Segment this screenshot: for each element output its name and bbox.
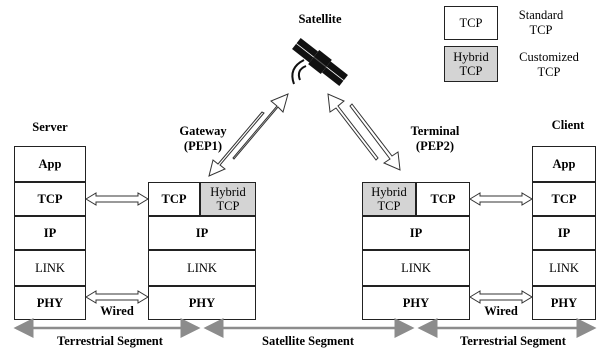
gateway-title: Gateway (PEP1) xyxy=(168,124,238,154)
terminal-satellite-arrow xyxy=(327,93,401,171)
gateway-title-line2: (PEP1) xyxy=(183,139,223,153)
client-layer-link: LINK xyxy=(532,250,596,286)
terminal-title-line1: Terminal xyxy=(410,124,460,138)
server-layer-tcp: TCP xyxy=(14,182,86,216)
legend-hybrid-box-line1: Hybrid xyxy=(453,50,489,64)
legend-standard-desc-line2: TCP xyxy=(529,23,553,37)
server-gateway-phy-arrow xyxy=(85,290,149,304)
client-layer-tcp: TCP xyxy=(532,182,596,216)
client-title: Client xyxy=(551,118,585,132)
segment-label-satellite: Satellite Segment xyxy=(262,334,354,348)
server-title: Server xyxy=(32,120,68,134)
server-layer-ip: IP xyxy=(14,216,86,250)
terminal-client-tcp-arrow xyxy=(469,192,533,206)
satellite-label: Satellite xyxy=(298,12,342,26)
terminal-layer-phy: PHY xyxy=(362,286,470,320)
legend-hybrid-box-line2: TCP xyxy=(459,64,483,78)
client-layer-ip: IP xyxy=(532,216,596,250)
terminal-hybrid-line1: Hybrid xyxy=(371,185,407,199)
gateway-layer-link: LINK xyxy=(148,250,256,286)
terminal-title: Terminal (PEP2) xyxy=(400,124,470,154)
wired-label-right: Wired xyxy=(484,304,518,318)
server-layer-link: LINK xyxy=(14,250,86,286)
legend-hybrid-description: Customized TCP xyxy=(508,50,590,80)
legend-hybrid-desc-line2: TCP xyxy=(537,65,561,79)
legend-hybrid-desc-line1: Customized xyxy=(519,50,579,64)
wired-label-left: Wired xyxy=(100,304,134,318)
client-layer-app: App xyxy=(532,146,596,182)
server-gateway-tcp-arrow xyxy=(85,192,149,206)
server-layer-phy: PHY xyxy=(14,286,86,320)
gateway-hybrid-line1: Hybrid xyxy=(210,185,246,199)
gateway-layer-phy: PHY xyxy=(148,286,256,320)
terminal-layer-hybrid-tcp: Hybrid TCP xyxy=(362,182,416,216)
terminal-client-phy-arrow xyxy=(469,290,533,304)
legend-standard-description: Standard TCP xyxy=(506,8,576,38)
terminal-layer-ip: IP xyxy=(362,216,470,250)
satellite-signal-icon xyxy=(291,59,307,85)
segment-label-terrestrial-right: Terrestrial Segment xyxy=(460,334,566,348)
legend-standard-desc-line1: Standard xyxy=(518,8,564,22)
terminal-layer-tcp: TCP xyxy=(416,182,470,216)
gateway-title-line1: Gateway xyxy=(179,124,227,138)
terminal-layer-link: LINK xyxy=(362,250,470,286)
gateway-layer-tcp: TCP xyxy=(148,182,200,216)
satellite-icon xyxy=(292,38,348,86)
legend-hybrid-tcp-box: Hybrid TCP xyxy=(444,46,498,82)
gateway-layer-ip: IP xyxy=(148,216,256,250)
terminal-hybrid-line2: TCP xyxy=(377,199,401,213)
legend-standard-tcp-box: TCP xyxy=(444,6,498,40)
terminal-title-line2: (PEP2) xyxy=(415,139,455,153)
gateway-hybrid-line2: TCP xyxy=(216,199,240,213)
legend-standard-tcp-box-label: TCP xyxy=(459,15,483,30)
segment-label-terrestrial-left: Terrestrial Segment xyxy=(57,334,163,348)
gateway-layer-hybrid-tcp: Hybrid TCP xyxy=(200,182,256,216)
server-layer-app: App xyxy=(14,146,86,182)
gateway-satellite-arrow xyxy=(208,93,289,177)
